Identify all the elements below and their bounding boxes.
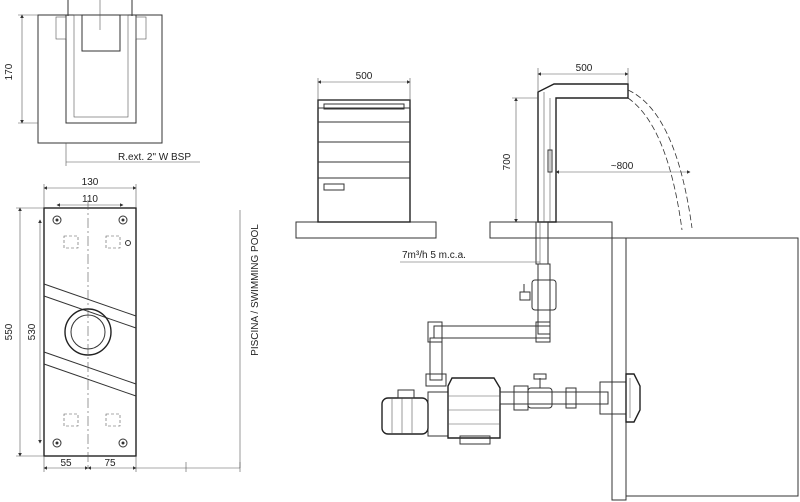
dim-thread-note: R.ext. 2" W BSP bbox=[66, 152, 200, 163]
plate-outer-width-label: 130 bbox=[82, 177, 99, 188]
suction-line bbox=[499, 373, 609, 411]
thread-note-label: R.ext. 2" W BSP bbox=[118, 152, 191, 163]
dim-plate-widths: 130 110 bbox=[43, 177, 137, 208]
pool-side-label: PISCINA / SWIMMING POOL bbox=[250, 224, 261, 356]
dim-plate-heights: 550 530 bbox=[4, 207, 44, 457]
spout-width-label: 500 bbox=[576, 63, 593, 74]
plate-outer-height-label: 550 bbox=[4, 323, 15, 340]
dim-plate-bottom: 55 75 bbox=[43, 456, 241, 472]
front-plate-view bbox=[43, 200, 137, 470]
dim-box-width: 500 bbox=[317, 71, 411, 100]
box-view bbox=[295, 99, 437, 239]
wall-suction-fitting bbox=[599, 373, 641, 423]
spout-height-label: 700 bbox=[502, 153, 513, 170]
box-width-label: 500 bbox=[356, 71, 373, 82]
plate-bottom-left-label: 55 bbox=[60, 458, 72, 469]
top-section-view bbox=[37, 0, 163, 166]
dim-top-height: 170 bbox=[4, 14, 38, 124]
top-height-label: 170 bbox=[4, 63, 15, 80]
pool-side-label-group: PISCINA / SWIMMING POOL bbox=[239, 210, 261, 468]
piping bbox=[425, 263, 557, 387]
plate-inner-height-label: 530 bbox=[27, 323, 38, 340]
pool-basin bbox=[489, 221, 799, 501]
spout-unit bbox=[535, 83, 629, 265]
flow-note-group: 7m³/h 5 m.c.a. bbox=[400, 250, 540, 263]
water-jet bbox=[627, 89, 693, 231]
plate-inner-width-label: 110 bbox=[82, 194, 98, 205]
pump-motor bbox=[381, 377, 501, 445]
dim-spout: 500 700 ~800 bbox=[502, 63, 691, 223]
plate-bottom-right-label: 75 bbox=[104, 458, 116, 469]
jet-reach-label: ~800 bbox=[611, 161, 634, 172]
flow-note-label: 7m³/h 5 m.c.a. bbox=[402, 250, 466, 261]
